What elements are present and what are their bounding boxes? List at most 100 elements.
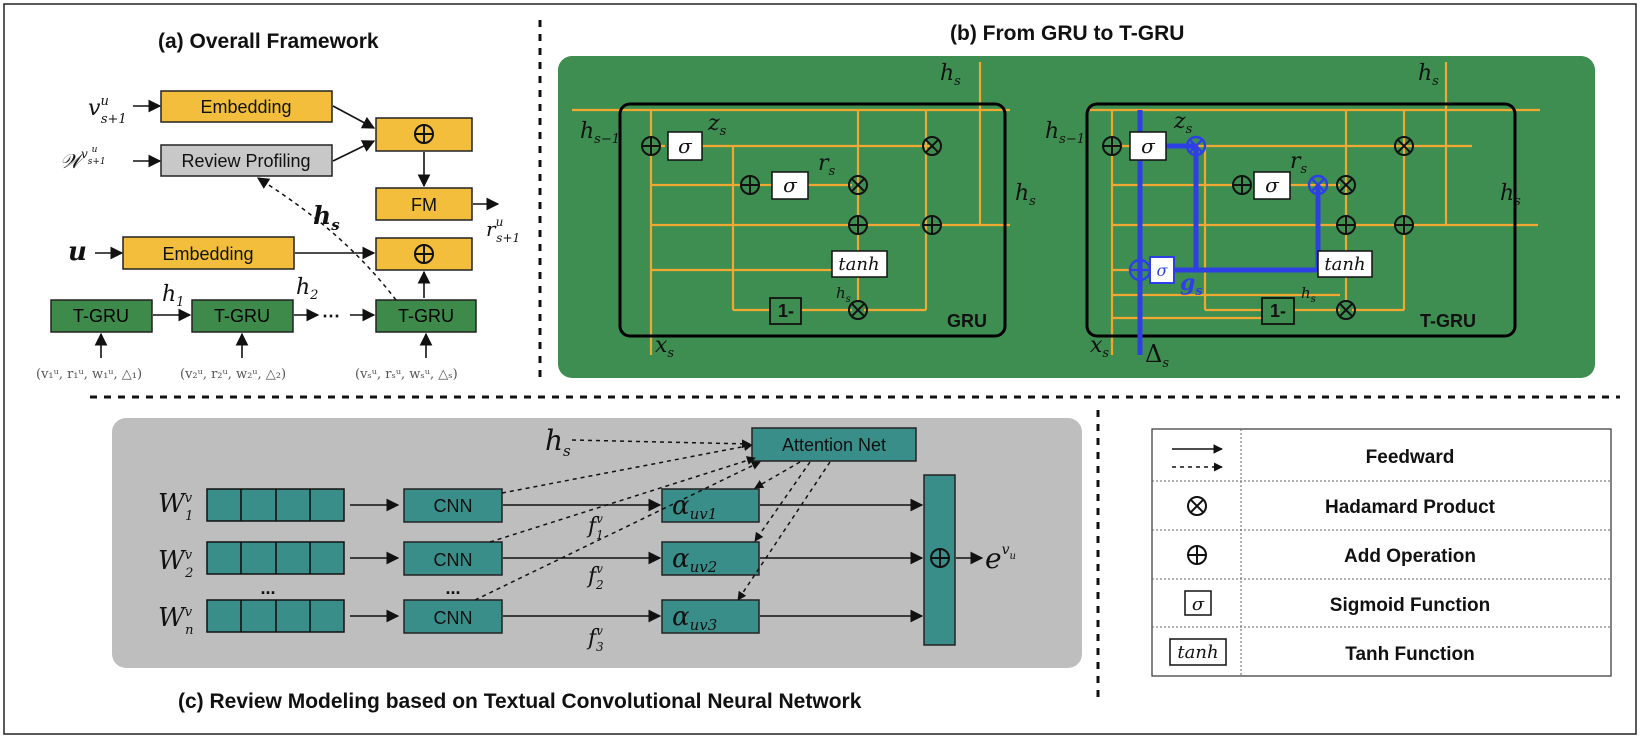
alpha-box-3 [661,599,760,634]
hs-feedback-arrow [256,177,397,301]
tgru-z-label: zs [1173,109,1193,137]
sum-add-icon [930,548,950,568]
gru-one-minus-label: 1- [778,301,794,321]
green-panel [558,56,1595,378]
panel-c-title: (c) Review Modeling based on Textual Con… [178,690,862,713]
gru-r-label: rs [818,151,836,179]
gru-h-top-label: hs [940,61,961,89]
word-matrix-n [206,599,345,633]
panel-a-title: (a) Overall Framework [158,30,379,53]
e-output-label: evu [985,542,1016,575]
tgru-box-2 [191,299,294,333]
add-op-icon-top [414,124,434,144]
tgru-tanh-label: tanh [1324,254,1365,275]
panel-c-review-modeling: (c) Review Modeling based on Textual Con… [112,418,1082,713]
embedding-box-2 [122,236,295,270]
seq-input-1: (v₁ᵘ, r₁ᵘ, w₁ᵘ, △₁) [36,367,142,382]
seq-input-s: (vₛᵘ, rₛᵘ, wₛᵘ, △ₛ) [355,367,458,382]
tgru-label: T-GRU [1420,311,1476,331]
tgru-delta-label: Δs [1145,340,1169,371]
legend-tanh-icon [1169,638,1227,666]
ellipsis-dots: ⋯ [322,306,340,326]
alpha-box-2 [661,541,760,576]
legend-tanh-symbol: tanh [1177,642,1218,663]
gray-panel [112,418,1082,668]
legend-sigmoid: Sigmoid Function [1330,595,1490,616]
cnn-box-1 [403,488,503,523]
tgru-h-prev-label: hs−1 [1045,119,1085,147]
gru-sigmoid-label-2: σ [783,173,798,197]
legend-add-icon [1187,545,1207,565]
tgru-tanh-box [1317,250,1373,278]
tgru-sigmoid-label-1: σ [1141,134,1156,158]
outer-frame [3,3,1637,735]
alpha-label-2: αuv2 [672,544,717,576]
tgru-sigmoid-box-2 [1253,171,1291,200]
cnn-box-2 [403,541,503,576]
legend-sigmoid-icon [1184,590,1212,616]
tgru-time-sigmoid-box [1149,256,1175,284]
cnn-box-3 [403,599,503,634]
tgru-box-3 [375,299,477,333]
embedding-box-1-label: Embedding [200,97,291,117]
attention-net-label: Attention Net [782,435,886,455]
gru-sigmoid-label-1: σ [678,134,693,158]
alpha-box-1 [661,488,760,523]
gru-add-icon-1 [641,136,661,156]
attention-hs-label: hs [545,424,571,460]
gru-h-prev-label: hs−1 [580,119,620,147]
gru-cell-border [618,102,1007,338]
tgru-h-top-label: hs [1418,61,1439,89]
tgru-add-icon-1 [1102,136,1122,156]
tgru-add-icon-4 [1394,215,1414,235]
legend-feedward: Feedward [1366,447,1455,468]
panel-b-title: (b) From GRU to T-GRU [950,22,1184,45]
fm-box [375,187,473,221]
gru-cell: σ σ tanh 1- GRU hs−1 zs rs hs hs hs xs [572,61,1036,361]
tgru-x-label: xs [1090,333,1109,361]
panel-b-gru-to-tgru: (b) From GRU to T-GRU [558,22,1595,378]
legend-border [1151,428,1612,677]
tgru-cell-border [1085,102,1517,338]
embedding-box-2-label: Embedding [162,244,253,264]
cnn-label-1: CNN [434,496,473,516]
matrix-ellipsis: ... [260,578,275,598]
alpha-label-3: αuv3 [672,602,717,634]
seq-input-2: (v₂ᵘ, r₂ᵘ, w₂ᵘ, △₂) [180,367,286,382]
tgru-one-minus-label: 1- [1270,301,1286,321]
fm-label: FM [411,195,437,215]
tgru-r-label: rs [1290,149,1308,177]
tgru-time-sigmoid-label: σ [1157,261,1169,280]
tgru-h-out-label: hs [1500,181,1521,209]
cnn-label-2: CNN [434,550,473,570]
cnn-label-3: CNN [434,608,473,628]
review-profiling-label: Review Profiling [181,151,310,171]
legend-tanh: Tanh Function [1345,644,1474,665]
hidden-h1-label: h1 [162,282,184,310]
word-matrix-1 [206,488,345,522]
gru-h-prime-label: hs [836,284,851,305]
tgru-g-label: gs [1180,270,1203,299]
tgru-box-2-label: T-GRU [214,306,270,326]
tgru-add-icon-3 [1336,215,1356,235]
gru-h-out-label: hs [1015,181,1036,209]
tgru-sigmoid-label-2: σ [1265,173,1280,197]
gru-x-label: xs [655,333,674,361]
tgru-cell: σ σ σ tanh 1- T-GRU hs−1 zs rs hs hs gs [1045,61,1540,371]
gru-z-label: zs [707,111,727,139]
tgru-box-1 [50,299,153,333]
input-u-label: u [68,237,87,267]
input-w-label: 𝒲vs+1u [60,145,106,173]
gru-add-icon-2 [740,175,760,195]
attention-net-box [751,427,917,462]
hidden-hs-label: hs [313,201,340,234]
word-matrix-2 [206,541,345,575]
legend-hadamard: Hadamard Product [1325,497,1496,518]
